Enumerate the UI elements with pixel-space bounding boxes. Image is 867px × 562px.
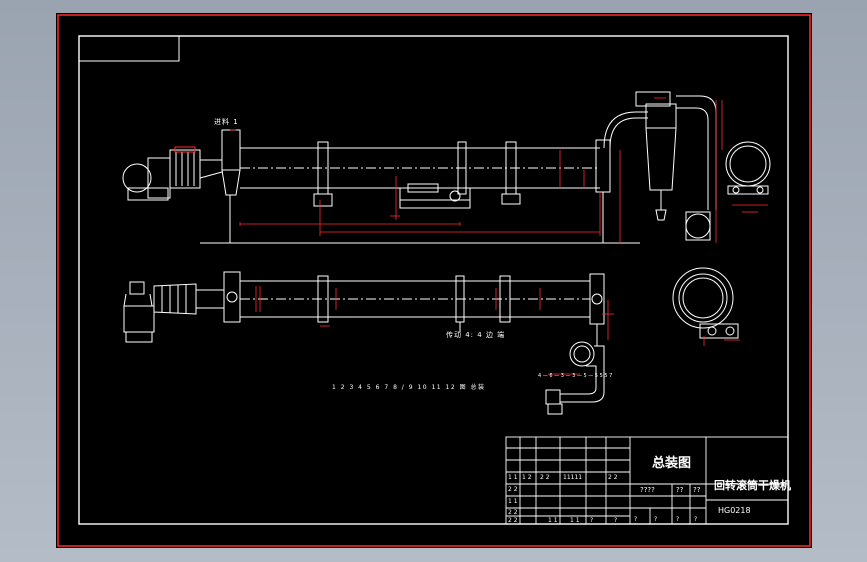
bottom-label: ? — [654, 516, 658, 523]
bottom-label: ? — [614, 517, 618, 524]
row-label: 2 2 — [508, 486, 518, 493]
bottom-label: ? — [590, 517, 594, 524]
label-drive: 传动 4: 4 边 端 — [446, 331, 506, 339]
elevation-view — [122, 91, 771, 244]
row-label: 1 1 — [508, 474, 518, 481]
bottom-label: ? — [634, 516, 638, 523]
scale-cell: ???? — [640, 486, 655, 494]
mid-label: 1 1 — [548, 517, 558, 524]
product-name: 回转滚筒干燥机 — [714, 479, 791, 492]
bottom-label: ? — [694, 516, 698, 523]
row-label: 2 2 — [508, 509, 518, 516]
outer-frame-red — [57, 14, 811, 547]
row-label: 1 1 — [570, 517, 580, 524]
mid-label: 2 2 — [540, 474, 550, 481]
plan-dimensions — [255, 286, 740, 375]
qty-cell-a: ?? — [676, 486, 684, 494]
drawing-code: HG0218 — [718, 506, 751, 515]
corner-tag-box — [78, 35, 180, 62]
label-feed: 进料 1 — [214, 118, 239, 126]
title-block — [505, 436, 789, 525]
mid-label: 11111 — [563, 474, 583, 481]
drawing-title: 总装图 — [652, 456, 692, 471]
inner-frame — [78, 35, 789, 525]
label-spec: 1 2 3 4 5 6 7 8 / 9 10 11 12 图 总装 — [332, 384, 486, 391]
plan-view — [123, 267, 739, 415]
bottom-label: ? — [676, 516, 680, 523]
mid-label: 2 2 — [608, 474, 618, 481]
qty-cell-b: ?? — [693, 486, 701, 494]
label-duct: 4 — 6 — 3 — 3 — 5 — 5 5 5 7 — [538, 373, 613, 379]
row-label: 2 2 — [508, 517, 518, 524]
mid-label: 1 2 — [522, 474, 532, 481]
row-label: 1 1 — [508, 498, 518, 505]
elevation-dimensions — [230, 97, 768, 243]
